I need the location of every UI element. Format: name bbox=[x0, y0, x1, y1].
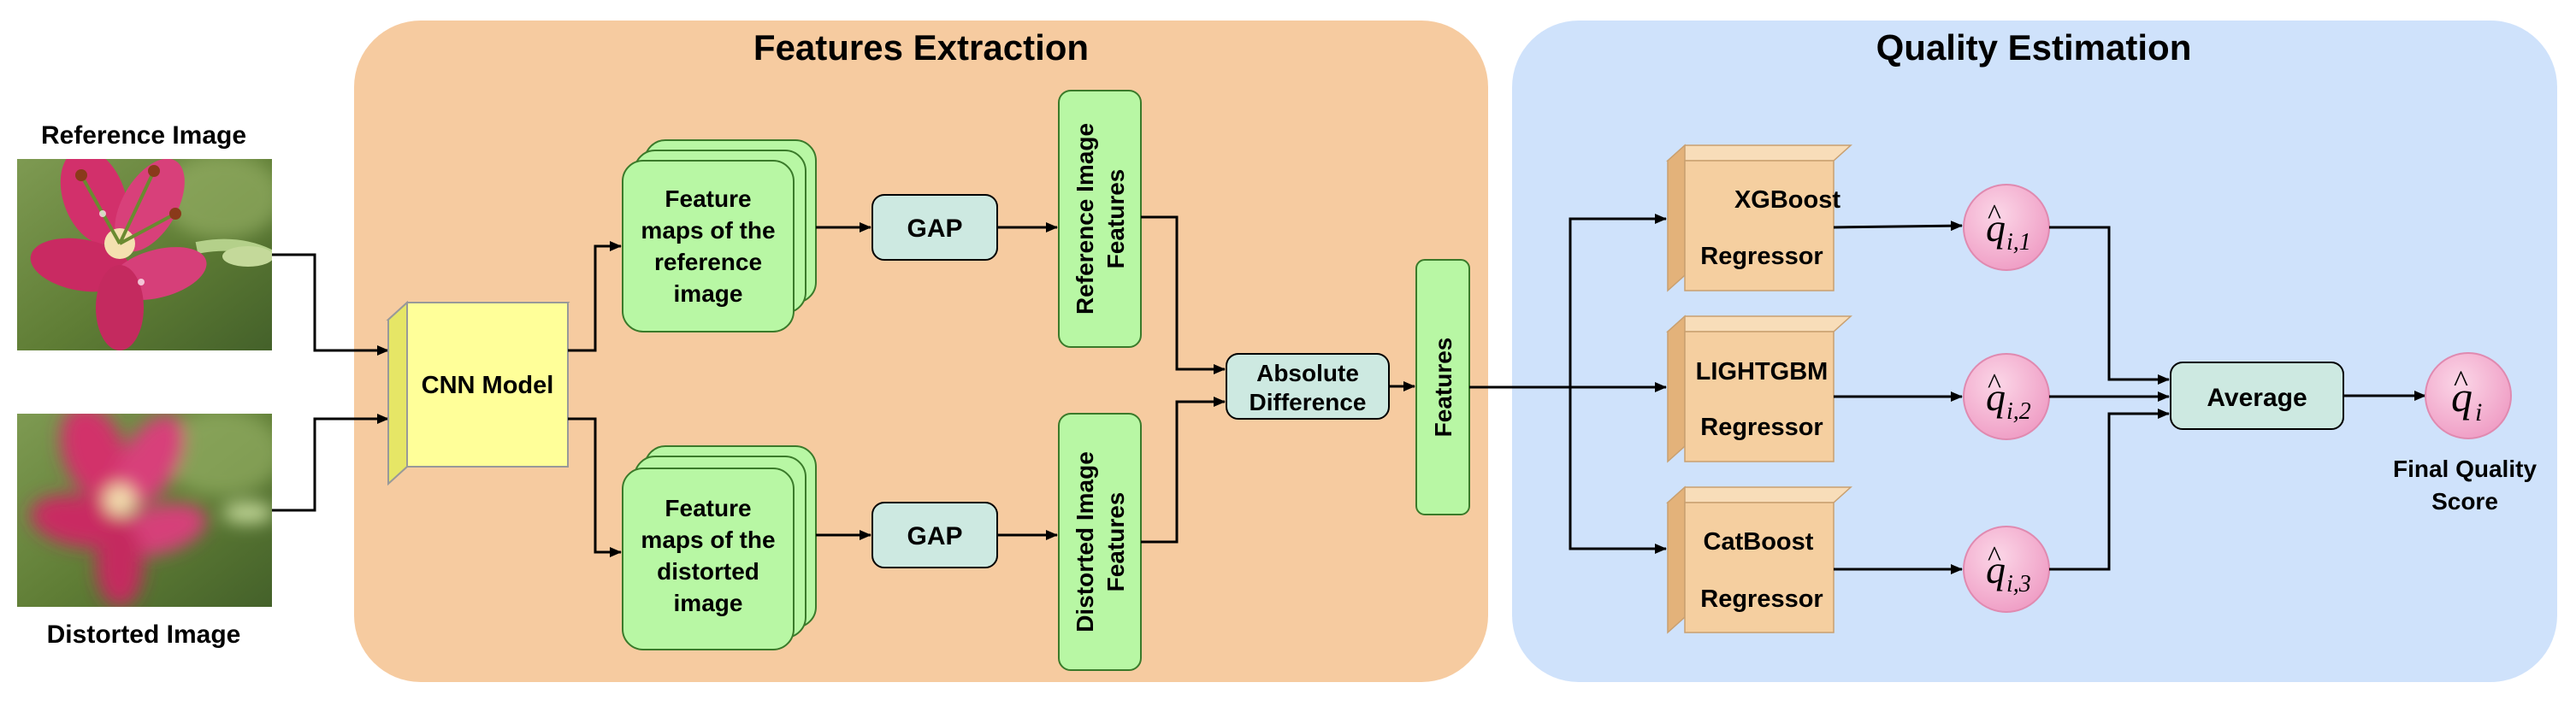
regressor-lightgbm-name: LIGHTGBM bbox=[1696, 358, 1829, 385]
reference-features-line-1: Reference Image bbox=[1072, 123, 1098, 315]
features-extraction-title: Features Extraction bbox=[753, 27, 1089, 68]
gap-label-reference: GAP bbox=[907, 215, 962, 243]
prediction-q1: q ^ i,1 bbox=[1963, 184, 2050, 271]
prediction-q3-base: q bbox=[1986, 548, 2006, 591]
average-label: Average bbox=[2207, 384, 2307, 412]
reference-maps-line-1: Feature bbox=[665, 185, 751, 212]
final-score-label-line-1: Final Quality bbox=[2393, 456, 2537, 482]
cnn-model-box: CNN Model bbox=[386, 300, 570, 486]
distorted-image-label: Distorted Image bbox=[47, 621, 241, 649]
final-score-label-line-2: Score bbox=[2431, 488, 2498, 515]
edge-xgboost-to-q1 bbox=[1833, 221, 1963, 232]
absolute-difference-line-2: Difference bbox=[1250, 389, 1367, 415]
reference-maps-line-4: image bbox=[674, 280, 743, 307]
prediction-q3-hat: ^ bbox=[1988, 541, 2001, 573]
edge-distorted-to-cnn bbox=[272, 414, 389, 512]
prediction-q2-subscript: i,2 bbox=[2006, 398, 2031, 425]
distorted-maps-line-2: maps of the bbox=[641, 527, 775, 553]
reference-features-box bbox=[1058, 90, 1142, 348]
reference-features-line-2: Features bbox=[1102, 169, 1129, 269]
edge-to-catboost bbox=[1569, 387, 1667, 554]
prediction-q3: q ^ i,3 bbox=[1963, 526, 2050, 613]
prediction-q1-subscript: i,1 bbox=[2006, 229, 2031, 256]
regressor-lightgbm-suffix: Regressor bbox=[1700, 414, 1823, 441]
prediction-q1-hat: ^ bbox=[1988, 199, 2001, 231]
edge-q1-to-average bbox=[2049, 226, 2170, 385]
prediction-q2: q ^ i,2 bbox=[1963, 353, 2050, 440]
edge-distorted-features-to-absdiff bbox=[1141, 397, 1226, 544]
edge-reference-features-to-absdiff bbox=[1141, 215, 1226, 374]
final-score-circle: q ^ i bbox=[2425, 352, 2512, 439]
reference-image bbox=[17, 159, 272, 350]
distorted-features-line-2: Features bbox=[1102, 492, 1129, 592]
edge-q3-to-average bbox=[2049, 409, 2170, 571]
edge-reference-to-cnn bbox=[272, 253, 389, 356]
edge-cnn-to-distorted-maps bbox=[568, 417, 622, 557]
regressor-catboost-suffix: Regressor bbox=[1700, 585, 1823, 613]
edge-to-xgboost bbox=[1569, 214, 1667, 387]
regressor-catboost: CatBoost Regressor bbox=[1666, 485, 1852, 634]
reference-maps-line-3: reference bbox=[654, 249, 762, 275]
final-score-hat: ^ bbox=[2454, 364, 2468, 398]
distorted-maps-line-1: Feature bbox=[665, 495, 751, 521]
final-score-base: q bbox=[2451, 373, 2473, 421]
final-score-subscript: i bbox=[2475, 398, 2482, 427]
cnn-model-label: CNN Model bbox=[422, 372, 554, 399]
gap-label-distorted: GAP bbox=[907, 522, 962, 550]
edge-cnn-to-reference-maps bbox=[568, 241, 622, 352]
reference-maps-line-2: maps of the bbox=[641, 217, 775, 244]
regressor-catboost-name: CatBoost bbox=[1704, 528, 1814, 556]
regressor-lightgbm: LIGHTGBM Regressor bbox=[1666, 315, 1852, 463]
absolute-difference-line-1: Absolute bbox=[1256, 360, 1359, 386]
combined-features-label: Features bbox=[1430, 338, 1456, 438]
distorted-maps-line-4: image bbox=[674, 590, 743, 616]
prediction-q1-base: q bbox=[1986, 206, 2006, 250]
reference-feature-maps: Feature maps of the reference image bbox=[622, 139, 817, 332]
distorted-maps-line-3: distorted bbox=[657, 558, 759, 585]
distorted-feature-maps: Feature maps of the distorted image bbox=[622, 445, 817, 650]
quality-estimation-title: Quality Estimation bbox=[1876, 27, 2192, 68]
regressor-xgboost: XGBoost Regressor bbox=[1666, 144, 1852, 292]
prediction-q2-base: q bbox=[1986, 375, 2006, 419]
regressor-xgboost-suffix: Regressor bbox=[1700, 243, 1823, 270]
prediction-q3-subscript: i,3 bbox=[2006, 571, 2031, 597]
distorted-features-line-1: Distorted Image bbox=[1072, 451, 1098, 632]
regressor-xgboost-name: XGBoost bbox=[1734, 186, 1840, 214]
prediction-q2-hat: ^ bbox=[1988, 368, 2001, 400]
distorted-image bbox=[17, 414, 272, 607]
reference-image-label: Reference Image bbox=[41, 121, 246, 150]
